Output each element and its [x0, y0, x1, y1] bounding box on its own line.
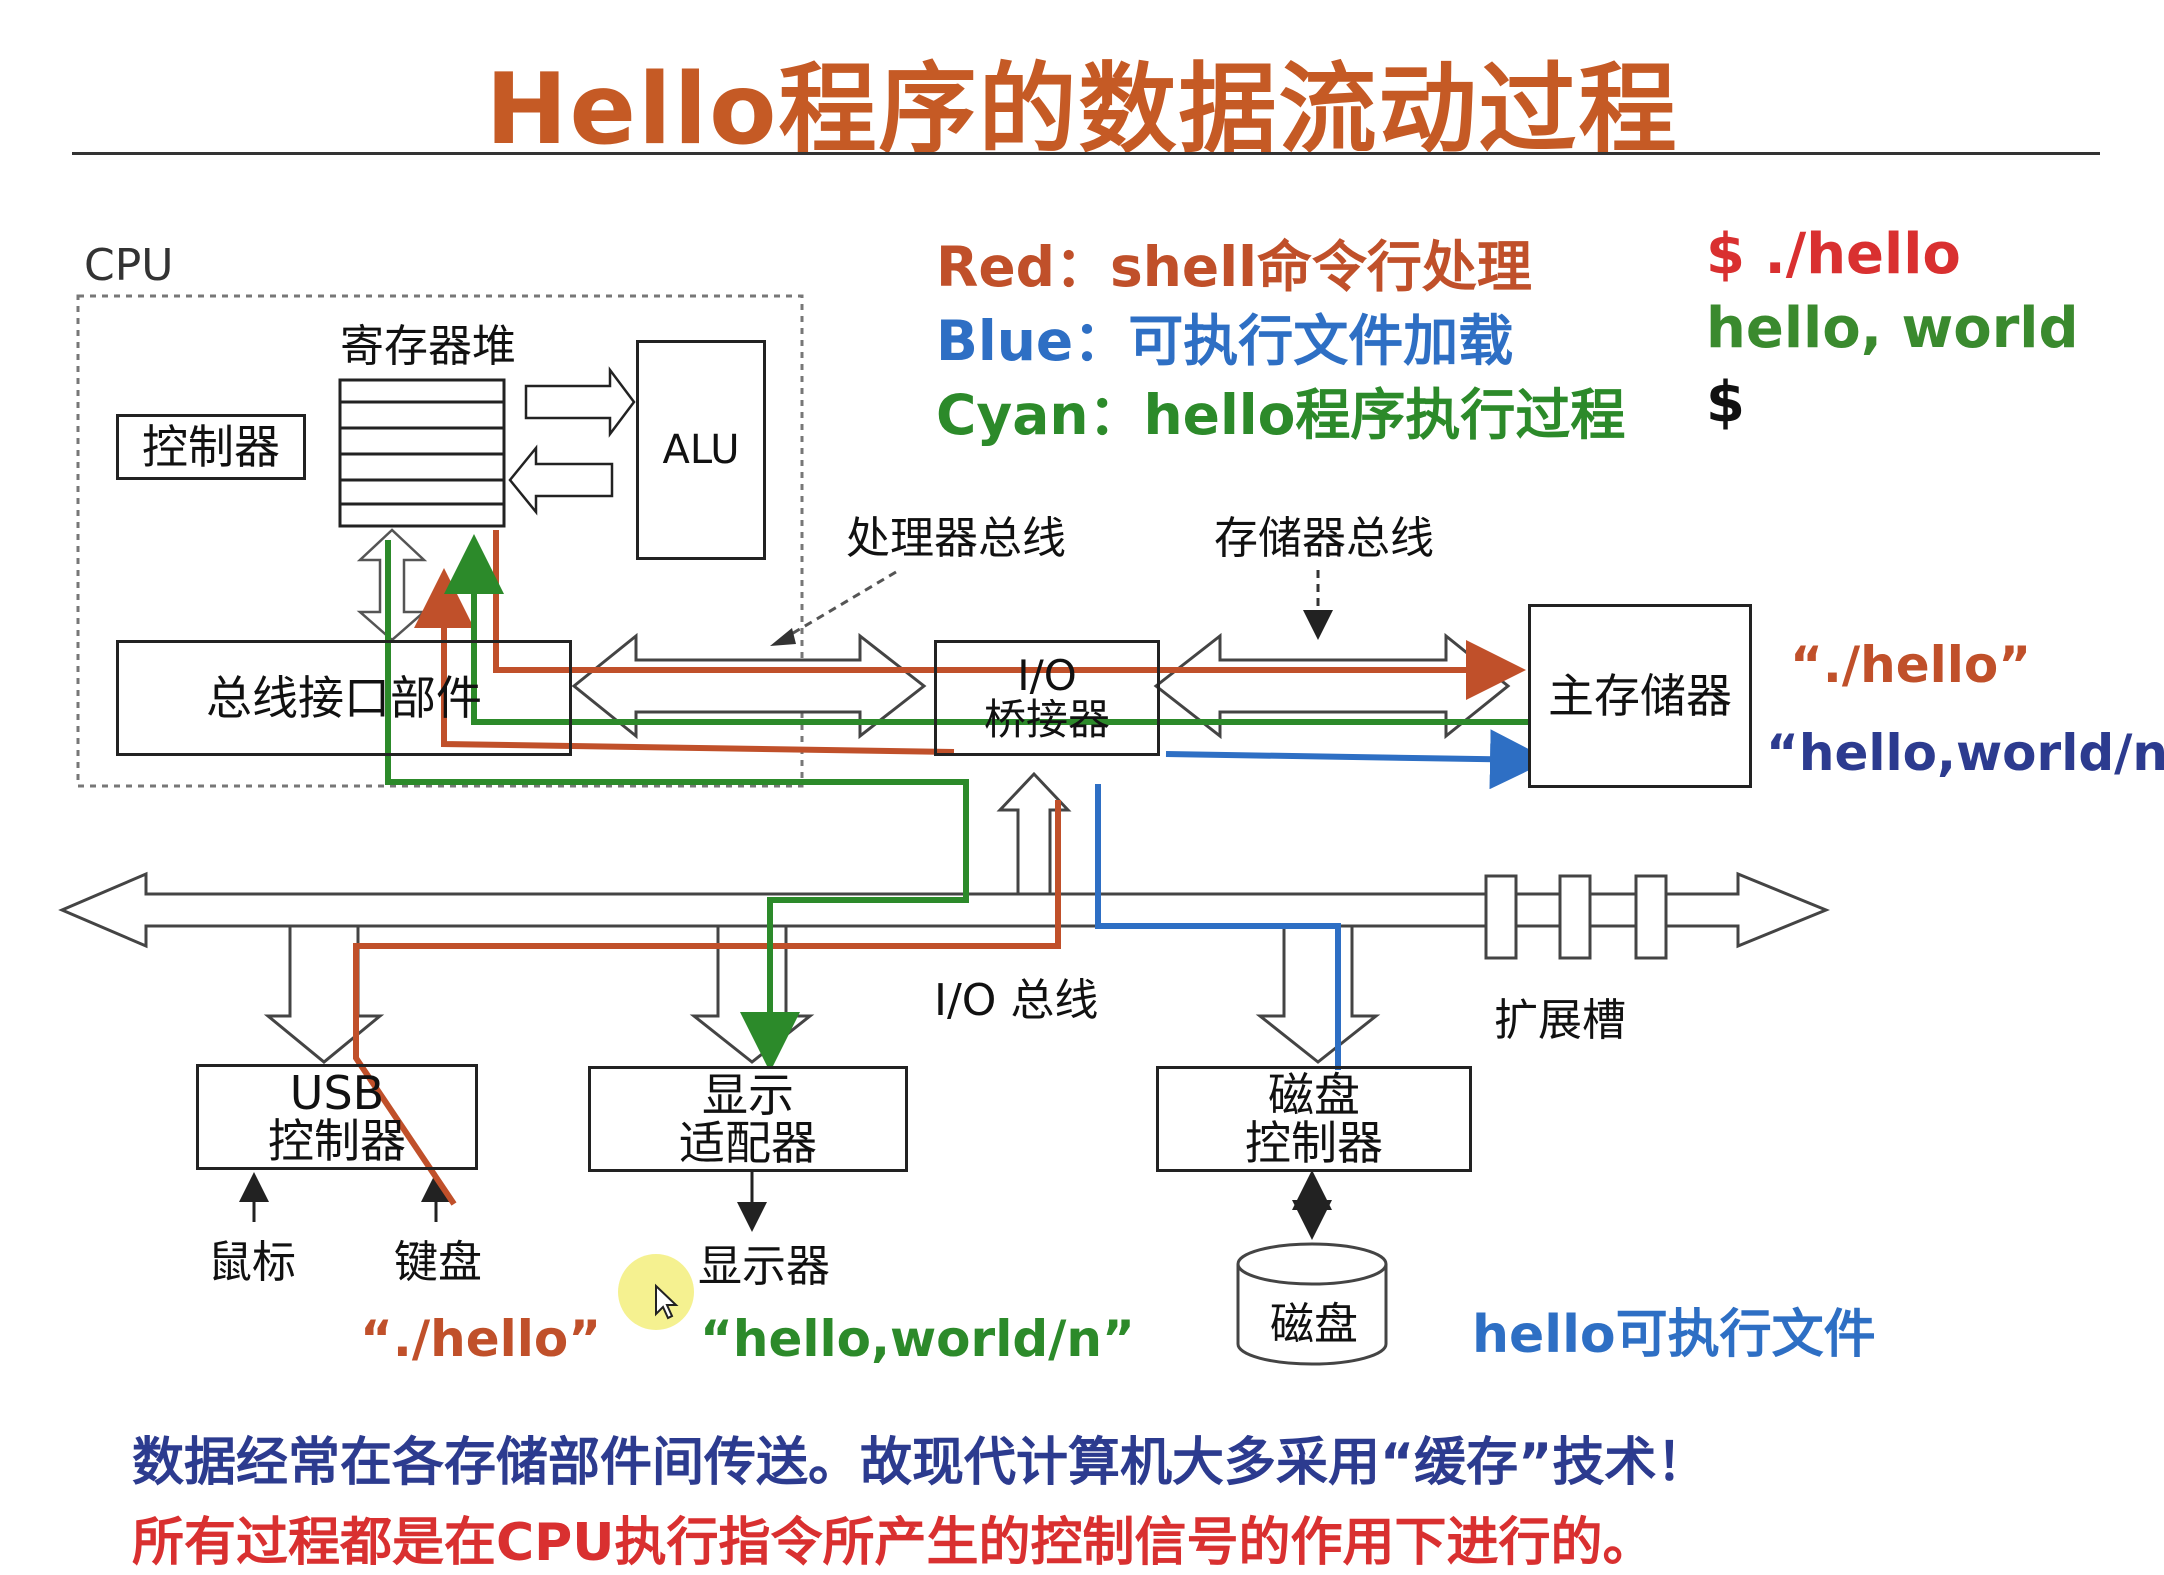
io-bus-arrow: [58, 871, 1830, 949]
expansion-slots: [1484, 874, 1668, 960]
note-line-2: 所有过程都是在CPU执行指令所产生的控制信号的作用下进行的。: [132, 1513, 1655, 1573]
disk-controller-label-1: 磁盘: [1268, 1067, 1360, 1122]
main-memory-label: 主存储器: [1548, 668, 1732, 723]
main-memory-data-2: “hello,world/n”: [1766, 724, 2164, 782]
title-divider: [72, 152, 2100, 155]
main-memory-box: 主存储器: [1528, 604, 1752, 788]
keyboard-input-text: “./hello”: [360, 1310, 602, 1368]
register-file: [338, 378, 506, 528]
reg-bus-arrow: [356, 528, 428, 642]
terminal-line-1: $ ./hello: [1706, 222, 1961, 287]
terminal-line-2: hello, world: [1706, 296, 2079, 361]
display-adapter-label-2: 适配器: [679, 1116, 817, 1170]
blue-path-to-memory: [1165, 729, 1550, 790]
display-output-text: “hello,world/n”: [700, 1310, 1135, 1368]
keyboard-label: 键盘: [394, 1237, 482, 1288]
green-path-to-cpu: [444, 534, 1536, 725]
cursor-highlight: [618, 1254, 694, 1330]
mouse-label: 鼠标: [208, 1237, 296, 1288]
cpu-label: CPU: [84, 240, 174, 291]
reg-to-alu-arrow: [524, 366, 636, 438]
display-adapter-label-1: 显示: [702, 1067, 794, 1122]
register-file-label: 寄存器堆: [340, 321, 516, 372]
slide-title: Hello程序的数据流动过程: [485, 53, 1679, 167]
io-bridge-label-1: I/O: [1017, 650, 1077, 700]
bus-interface-box: 总线接口部件: [116, 640, 572, 756]
alu-to-reg-arrow: [508, 444, 614, 516]
note-line-1: 数据经常在各存储部件间传送。故现代计算机大多采用“缓存”技术！: [132, 1433, 1709, 1493]
controller-box: 控制器: [116, 414, 306, 480]
legend-red: Red：shell命令行处理: [936, 235, 1532, 299]
main-memory-data-1: “./hello”: [1790, 636, 2032, 694]
legend-blue: Blue：可执行文件加载: [936, 309, 1514, 373]
disk-file-label: hello可执行文件: [1472, 1305, 1876, 1365]
display-adapter-box: 显示 适配器: [588, 1066, 908, 1172]
display-label: 显示器: [698, 1241, 830, 1292]
expansion-slots-label: 扩展槽: [1494, 995, 1626, 1046]
terminal-line-3: $: [1706, 370, 1745, 435]
memory-bus-label: 存储器总线: [1214, 513, 1434, 564]
disk-controller-label-2: 控制器: [1245, 1116, 1383, 1170]
legend-cyan: Cyan：hello程序执行过程: [936, 383, 1626, 447]
io-bridge-label-2: 桥接器: [983, 695, 1110, 744]
disk-controller-box: 磁盘 控制器: [1156, 1066, 1472, 1172]
usb-controller-label-1: USB: [289, 1065, 385, 1120]
controller-label: 控制器: [142, 419, 280, 474]
alu-label: ALU: [662, 427, 740, 473]
disk-cylinder: [1236, 1242, 1388, 1366]
bus-interface-label: 总线接口部件: [206, 670, 482, 725]
cpu-boundary: [76, 294, 804, 788]
green-path-to-display: [385, 540, 969, 1072]
blue-path-disk: [1095, 784, 1341, 1070]
disk-label: 磁盘: [1270, 1299, 1358, 1350]
processor-bus-label: 处理器总线: [846, 513, 1066, 564]
io-bus-label: I/O 总线: [934, 975, 1099, 1026]
usb-controller-box: USB 控制器: [196, 1064, 478, 1170]
red-path-keyboard: [353, 800, 1061, 1206]
alu-box: ALU: [636, 340, 766, 560]
io-bridge-box: I/O 桥接器: [934, 640, 1160, 756]
red-path-to-cpu: [414, 568, 955, 755]
usb-controller-label-2: 控制器: [268, 1114, 406, 1168]
